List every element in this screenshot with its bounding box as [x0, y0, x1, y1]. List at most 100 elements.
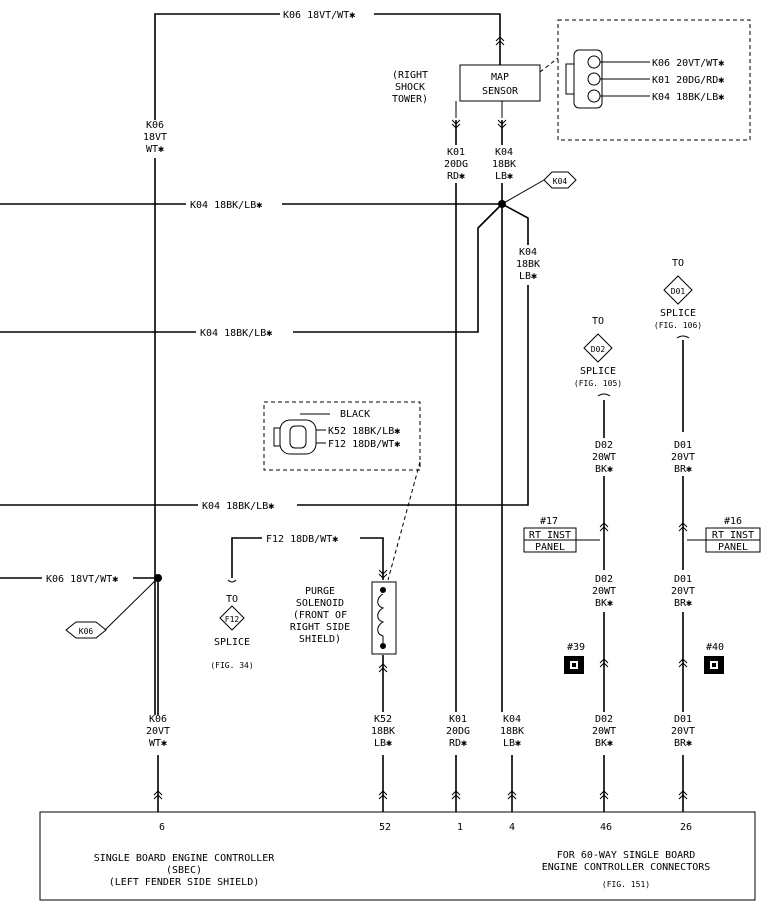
purge-label-4: RIGHT SIDE [290, 622, 350, 633]
purge-label-3: (FRONT OF [293, 610, 347, 621]
label-d01-b-3: BR✱ [674, 598, 692, 609]
splice-d02: TO D02 SPLICE (FIG. 105) [574, 316, 622, 397]
splice-d02-id: D02 [591, 345, 606, 354]
sbec-note-1: FOR 60-WAY SINGLE BOARD [557, 850, 695, 861]
label-d02-c-1: D02 [595, 714, 613, 725]
splice-tag-k04-label: K04 [553, 177, 568, 186]
connector-17: #17 RT INST PANEL [523, 516, 600, 553]
label-d01-c-2: 20VT [671, 726, 695, 737]
purge-pin-2: F12 18DB/WT✱ [328, 439, 400, 450]
label-k52-low-3: LB✱ [374, 738, 392, 749]
map-sensor-leads [455, 101, 503, 118]
label-k06-left-2: 18VT [143, 132, 167, 143]
splice-d02-to: TO [592, 316, 604, 327]
label-k04-row1: K04 18BK/LB✱ [190, 200, 262, 211]
splice-tag-k04: K04 [543, 171, 577, 189]
map-sensor-loc-2: SHOCK [395, 82, 425, 93]
label-k52-low-1: K52 [374, 714, 392, 725]
sbec-name: SINGLE BOARD ENGINE CONTROLLER [94, 853, 276, 864]
label-k06-left-3: WT✱ [146, 144, 164, 155]
label-k04-up-2: 18BK [492, 159, 516, 170]
label-k06-low-1: K06 [149, 714, 167, 725]
label-d01-b-1: D01 [674, 574, 692, 585]
label-k04-low-2: 18BK [500, 726, 524, 737]
label-d02-a-3: BK✱ [595, 464, 613, 475]
connector-16-line2: PANEL [718, 542, 748, 553]
map-connector-detail-box [557, 19, 751, 141]
label-d01-a-3: BR✱ [674, 464, 692, 475]
label-k06-left-1: K06 [146, 120, 164, 131]
solenoid-coil-icon [377, 593, 385, 643]
label-d01-b-2: 20VT [671, 586, 695, 597]
label-d01-a-1: D01 [674, 440, 692, 451]
label-d02-b-3: BK✱ [595, 598, 613, 609]
purge-label-2: SOLENOID [296, 598, 344, 609]
splice-dot-k06 [154, 574, 162, 582]
wire-k06-flag [104, 577, 159, 631]
connector-16-num: #16 [724, 516, 742, 527]
wire-k06-top [154, 13, 501, 120]
label-k01-up-1: K01 [447, 147, 465, 158]
connector-17-line1: RT INST [529, 530, 571, 541]
ground-40-label: #40 [706, 642, 724, 653]
purge-pin-1: K52 18BK/LB✱ [328, 426, 400, 437]
sbec-note-3: (FIG. 151) [602, 880, 650, 889]
purge-solenoid-box [371, 581, 397, 655]
splice-d01-to: TO [672, 258, 684, 269]
wire-f12 [231, 537, 384, 580]
map-sensor-loc-1: (RIGHT [392, 70, 428, 81]
label-k04-low-3: LB✱ [503, 738, 521, 749]
label-k01-low-2: 20DG [446, 726, 470, 737]
label-k04-mid-1: K04 [519, 247, 537, 258]
ground-40: #40 [704, 642, 724, 674]
connector-17-line2: PANEL [535, 542, 565, 553]
sbec-pin-1: 1 [457, 822, 463, 833]
label-d02-b-2: 20WT [592, 586, 616, 597]
splice-dot-k04 [498, 200, 506, 208]
sbec-box [39, 811, 756, 901]
label-k04-up-1: K04 [495, 147, 513, 158]
sbec-pin-4: 4 [509, 822, 515, 833]
connector-17-num: #17 [540, 516, 558, 527]
ground-39: #39 [564, 642, 585, 674]
splice-f12-diamond [219, 605, 245, 631]
map-sensor-label-2: SENSOR [482, 86, 519, 97]
splice-tag-k06-label: K06 [79, 627, 94, 636]
purge-connector-box [263, 401, 421, 471]
label-d02-a-1: D02 [595, 440, 613, 451]
splice-d02-name: SPLICE [580, 366, 616, 377]
connector-16-line1: RT INST [712, 530, 754, 541]
splice-d01-diamond [663, 275, 693, 305]
purge-connector-detail: BLACK K52 18BK/LB✱ F12 18DB/WT✱ [263, 401, 421, 581]
map-sensor: MAP SENSOR (RIGHT SHOCK TOWER) K06 20VT/… [392, 19, 751, 141]
sbec-pin-52: 52 [379, 822, 391, 833]
label-k52-low-2: 18BK [371, 726, 395, 737]
label-d02-a-2: 20WT [592, 452, 616, 463]
sbec-note-2: ENGINE CONTROLLER CONNECTORS [542, 862, 711, 873]
label-k01-low-1: K01 [449, 714, 467, 725]
map-sensor-label-1: MAP [491, 72, 509, 83]
ground-39-label: #39 [567, 642, 585, 653]
label-f12: F12 18DB/WT✱ [266, 534, 338, 545]
splice-d02-diamond [583, 333, 613, 363]
purge-connector-color: BLACK [340, 409, 370, 420]
label-k01-up-3: RD✱ [447, 171, 465, 182]
sbec-pin-26: 26 [680, 822, 692, 833]
wire-k04-flag [501, 179, 545, 205]
purge-label-1: PURGE [305, 586, 335, 597]
sbec-pin-46: 46 [600, 822, 612, 833]
label-d02-c-3: BK✱ [595, 738, 613, 749]
splice-d01: TO D01 SPLICE (FIG. 106) [654, 258, 702, 339]
splice-f12-name: SPLICE [214, 637, 250, 648]
map-pin-1: K06 20VT/WT✱ [652, 58, 724, 69]
splice-f12-id: F12 [225, 615, 240, 624]
label-d01-c-3: BR✱ [674, 738, 692, 749]
label-k04-low-1: K04 [503, 714, 521, 725]
label-k04-row3: K04 18BK/LB✱ [202, 501, 274, 512]
splice-f12-ref: (FIG. 34) [210, 661, 253, 670]
wires [0, 13, 684, 812]
sbec-abbrev: (SBEC) [166, 865, 202, 876]
label-k06-low-2: 20VT [146, 726, 170, 737]
